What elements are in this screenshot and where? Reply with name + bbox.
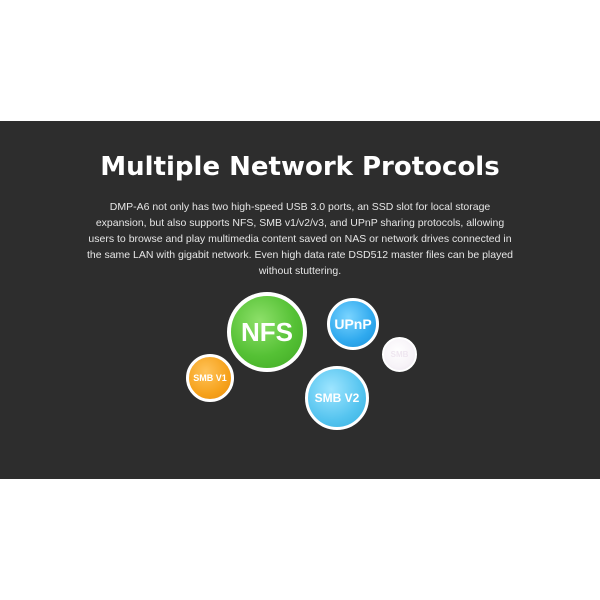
feature-banner — [0, 121, 600, 479]
smb-v1-protocol-bubble: SMB V1 — [186, 354, 234, 402]
section-title: Multiple Network Protocols — [100, 152, 500, 182]
smb-v2-protocol-bubble: SMB V2 — [305, 366, 369, 430]
smb-v1-label: SMB V1 — [193, 373, 227, 383]
upnp-label: UPnP — [334, 316, 372, 332]
nfs-protocol-bubble: NFS — [227, 292, 307, 372]
nfs-label: NFS — [241, 316, 293, 347]
faint-label: SMB — [390, 350, 409, 359]
faint-protocol-bubble: SMB — [382, 337, 417, 372]
feature-description: DMP-A6 not only has two high-speed USB 3… — [86, 201, 514, 277]
smb-v2-label: SMB V2 — [314, 391, 360, 405]
upnp-protocol-bubble: UPnP — [327, 298, 379, 350]
